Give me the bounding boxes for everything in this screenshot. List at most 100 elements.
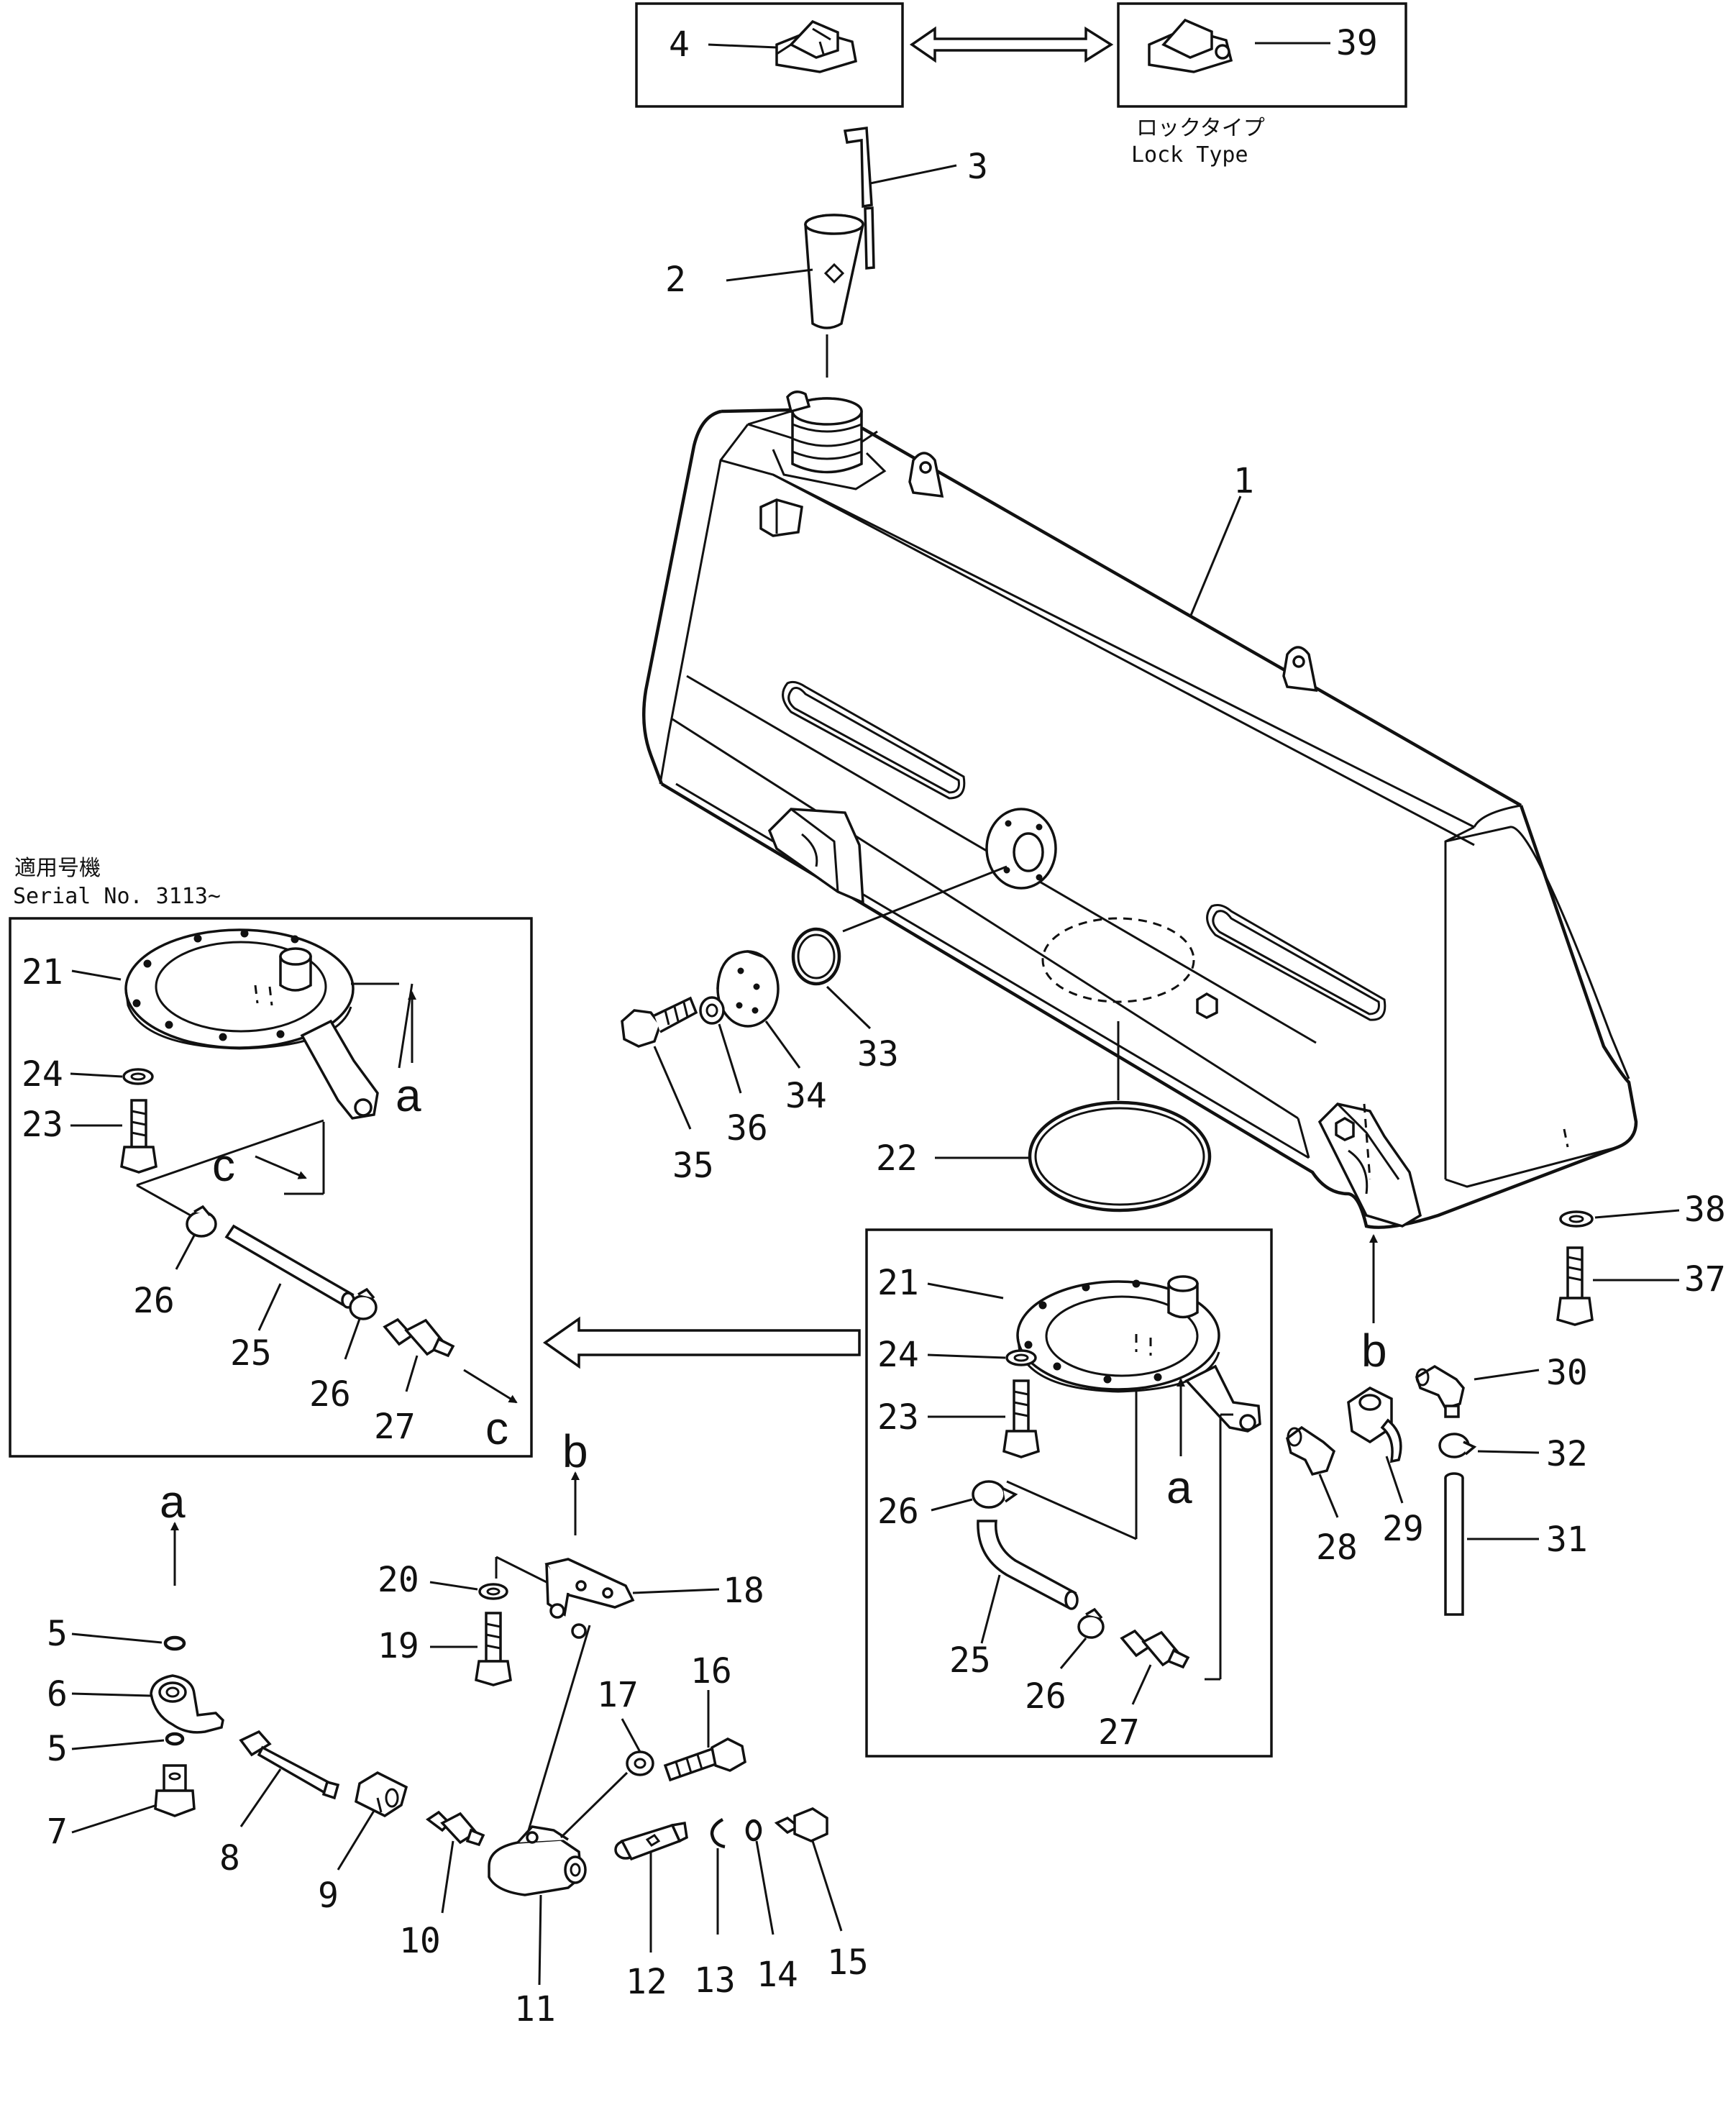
hose-25-left bbox=[224, 1224, 355, 1309]
washer-38 bbox=[1559, 1210, 1594, 1228]
tube-8 bbox=[239, 1730, 340, 1800]
callout-26-left-bottom: 26 bbox=[309, 1374, 351, 1415]
washer-24-left bbox=[122, 1068, 154, 1085]
snap-ring-13 bbox=[710, 1818, 726, 1849]
clamp-32 bbox=[1438, 1433, 1477, 1458]
o-ring-5-top bbox=[163, 1635, 186, 1651]
banjo-bolt-7 bbox=[154, 1764, 196, 1817]
washer-20 bbox=[478, 1583, 508, 1600]
bolt-19 bbox=[475, 1612, 512, 1686]
callout-16: 16 bbox=[690, 1651, 732, 1691]
callout-37: 37 bbox=[1684, 1259, 1726, 1300]
callout-39: 39 bbox=[1336, 23, 1378, 63]
callout-27-left: 27 bbox=[374, 1407, 416, 1447]
view-letter-a-right: a bbox=[1166, 1461, 1192, 1513]
callout-10: 10 bbox=[399, 1921, 441, 1961]
callout-7: 7 bbox=[47, 1812, 68, 1852]
callout-29: 29 bbox=[1382, 1509, 1424, 1549]
bolt-35 bbox=[621, 996, 698, 1048]
callout-4: 4 bbox=[669, 24, 690, 65]
bolt-23-left bbox=[120, 1099, 157, 1174]
callout-9: 9 bbox=[318, 1876, 339, 1916]
callout-32: 32 bbox=[1546, 1434, 1588, 1474]
callout-34: 34 bbox=[785, 1076, 827, 1116]
view-letter-b-tank: b bbox=[1361, 1325, 1387, 1376]
bolt-37 bbox=[1556, 1246, 1594, 1326]
callout-28: 28 bbox=[1316, 1527, 1358, 1568]
callout-23-left: 23 bbox=[22, 1105, 63, 1145]
callout-25-right: 25 bbox=[949, 1640, 991, 1681]
view-letter-a-bottom: a bbox=[160, 1476, 186, 1527]
clamp-26-left-bottom bbox=[349, 1287, 378, 1320]
callout-11: 11 bbox=[514, 1989, 556, 2029]
callout-5-bottom: 5 bbox=[47, 1729, 68, 1769]
callout-18: 18 bbox=[723, 1571, 764, 1611]
eye-joint-6 bbox=[150, 1674, 224, 1734]
view-letter-c-bottom: c bbox=[485, 1402, 508, 1454]
o-ring-33 bbox=[791, 927, 841, 986]
callout-27-right: 27 bbox=[1098, 1712, 1140, 1753]
filler-cap-standard-box: 4 bbox=[635, 2, 904, 108]
elbow-28 bbox=[1286, 1425, 1336, 1476]
callout-33: 33 bbox=[857, 1034, 899, 1074]
washer-36 bbox=[699, 996, 725, 1025]
washer-17 bbox=[626, 1750, 654, 1776]
callout-20: 20 bbox=[378, 1560, 419, 1600]
callout-31: 31 bbox=[1546, 1520, 1588, 1560]
callout-13: 13 bbox=[694, 1960, 736, 2001]
hose-31 bbox=[1444, 1472, 1464, 1616]
filter-element-12 bbox=[614, 1821, 688, 1861]
fuel-tank-part bbox=[642, 391, 1638, 1229]
callout-3: 3 bbox=[967, 147, 988, 187]
connector-10 bbox=[425, 1810, 485, 1847]
callout-2: 2 bbox=[665, 260, 686, 300]
connector-27-right bbox=[1120, 1629, 1190, 1669]
valve-29 bbox=[1347, 1386, 1402, 1463]
gasket-22 bbox=[1028, 1100, 1212, 1212]
elbow-30 bbox=[1415, 1364, 1465, 1418]
callout-14: 14 bbox=[757, 1955, 798, 1995]
interchangeable-arrow bbox=[909, 26, 1114, 63]
callout-26-left-top: 26 bbox=[133, 1281, 175, 1321]
see-detail-arrow bbox=[542, 1316, 861, 1369]
callout-26-right-bottom: 26 bbox=[1025, 1676, 1066, 1717]
callout-23-right: 23 bbox=[877, 1397, 919, 1438]
strainer-part bbox=[804, 214, 864, 329]
callout-26-right-top: 26 bbox=[877, 1492, 919, 1532]
lock-type-jp: ロックタイプ bbox=[1136, 116, 1265, 141]
callout-38: 38 bbox=[1684, 1189, 1726, 1230]
callout-35: 35 bbox=[672, 1146, 714, 1186]
lock-cap-icon bbox=[1148, 18, 1233, 73]
o-ring-14 bbox=[745, 1819, 762, 1842]
bracket-18 bbox=[544, 1558, 635, 1639]
strainer-pin-part bbox=[843, 127, 875, 270]
flange-21-right bbox=[1016, 1275, 1261, 1433]
current-suction-assembly-box bbox=[865, 1228, 1273, 1758]
plug-15 bbox=[774, 1807, 828, 1842]
serial-note-en: Serial No. 3113~ bbox=[13, 884, 221, 909]
sleeve-9 bbox=[355, 1771, 408, 1818]
callout-24-right: 24 bbox=[877, 1335, 919, 1375]
callout-22: 22 bbox=[876, 1138, 918, 1179]
serial-note-jp: 適用号機 bbox=[14, 856, 101, 881]
callout-21-right: 21 bbox=[877, 1263, 919, 1303]
bolt-16 bbox=[663, 1737, 746, 1782]
callout-15: 15 bbox=[827, 1942, 869, 1983]
hose-25-right bbox=[977, 1520, 1079, 1610]
callout-8: 8 bbox=[219, 1838, 240, 1878]
callout-36: 36 bbox=[726, 1108, 768, 1148]
serial-3113-assembly-box bbox=[9, 917, 533, 1458]
callout-21-left: 21 bbox=[22, 952, 63, 992]
callout-1: 1 bbox=[1233, 461, 1254, 501]
lock-type-en: Lock Type bbox=[1131, 142, 1248, 168]
filler-cap-lock-box: 39 bbox=[1117, 2, 1407, 108]
section-line-c bbox=[136, 1119, 325, 1195]
view-letter-b-bottom: b bbox=[562, 1425, 588, 1477]
blind-cover-34 bbox=[716, 950, 780, 1028]
callout-6: 6 bbox=[47, 1674, 68, 1714]
clamp-26-left-top bbox=[186, 1205, 217, 1238]
view-letter-a-left: a bbox=[396, 1069, 421, 1121]
callout-30: 30 bbox=[1546, 1353, 1588, 1393]
flange-21-left bbox=[124, 928, 379, 1120]
